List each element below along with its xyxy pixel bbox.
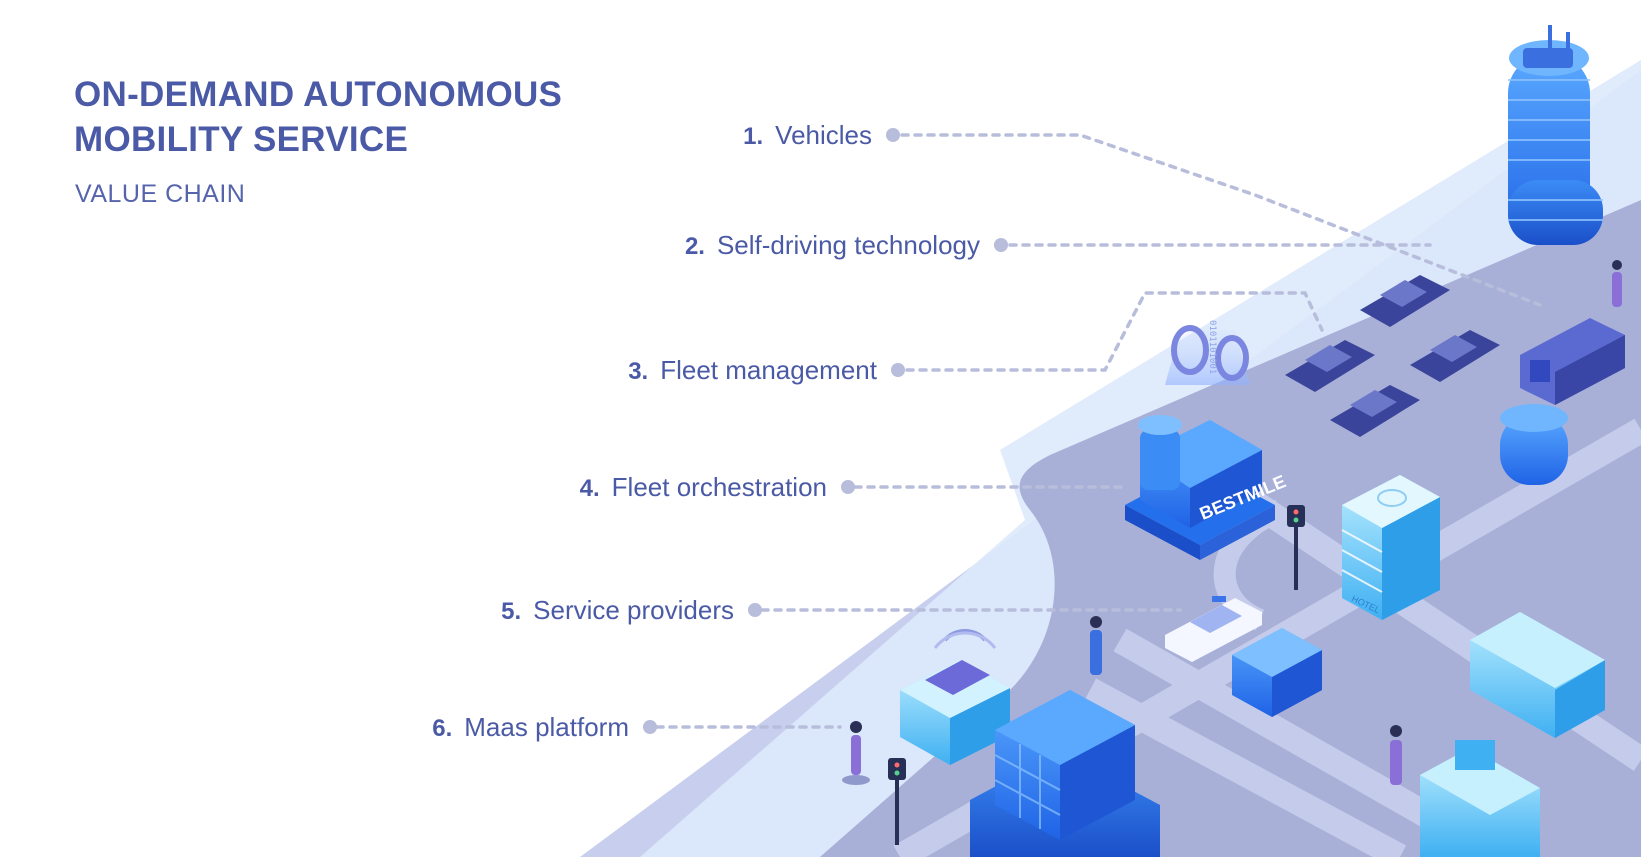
step-text-5: Service providers: [533, 595, 734, 625]
car-1: [1285, 340, 1375, 392]
parked-cars: [1285, 275, 1500, 437]
taxi-car: [1165, 596, 1262, 662]
connector-dot-6: [643, 720, 657, 734]
step-number-6: 6.: [432, 715, 453, 742]
step-label-5: 5. Service providers: [501, 590, 734, 630]
glass-building: [970, 690, 1160, 857]
autonomous-shuttle: [1520, 318, 1625, 405]
step-number-2: 2.: [684, 233, 705, 260]
maas-building: [900, 629, 1010, 765]
connector-3: [905, 291, 1324, 372]
shop-building-right: [1470, 612, 1605, 738]
step-label-3: 3. Fleet management: [628, 350, 877, 390]
connector-dots: [643, 128, 1008, 734]
connector-dot-3: [891, 363, 905, 377]
step-number-5: 5.: [501, 598, 522, 625]
bestmile-hq: BESTMILE: [1125, 415, 1289, 560]
connector-dot-2: [994, 238, 1008, 252]
step-text-3: Fleet management: [660, 355, 877, 385]
step-text-1: Vehicles: [775, 120, 872, 150]
step-text-2: Self-driving technology: [716, 230, 980, 260]
person-4: [1612, 260, 1622, 307]
page-title: ON-DEMAND AUTONOMOUS MOBILITY SERVICE: [74, 72, 562, 162]
hologram-beam: 0101101001: [1165, 320, 1250, 385]
shop-building-bottom: [1420, 740, 1540, 857]
step-label-2: 2. Self-driving technology: [685, 225, 980, 265]
phone-on-roof: [925, 660, 990, 695]
step-label-1: 1. Vehicles: [743, 115, 872, 155]
car-4: [1410, 330, 1500, 382]
step-label-4: 4. Fleet orchestration: [580, 467, 827, 507]
title-line-1: ON-DEMAND AUTONOMOUS: [74, 75, 563, 114]
round-building: [1500, 404, 1568, 485]
car-3: [1330, 385, 1420, 437]
step-text-6: Maas platform: [464, 712, 629, 742]
connector-dot-5: [748, 603, 762, 617]
car-2: [1360, 275, 1450, 327]
step-label-6: 6. Maas platform: [432, 707, 629, 747]
step-number-3: 3.: [628, 358, 649, 385]
person-3: [1390, 725, 1402, 785]
step-number-1: 1.: [743, 123, 764, 150]
title-line-2: MOBILITY SERVICE: [74, 120, 409, 159]
person-1: [842, 721, 870, 785]
kiosk-building: [1232, 628, 1322, 717]
hologram-digits: 0101101001: [1207, 320, 1217, 374]
connector-dot-4: [841, 480, 855, 494]
connector-dot-1: [886, 128, 900, 142]
step-number-4: 4.: [579, 475, 600, 502]
step-text-4: Fleet orchestration: [611, 472, 827, 502]
road-left: [1083, 678, 1407, 857]
page-subtitle: VALUE CHAIN: [75, 180, 246, 208]
office-tower: [1508, 25, 1603, 245]
connectors: [655, 133, 1542, 729]
person-2: [1090, 616, 1102, 675]
traffic-light-1: [1287, 505, 1305, 590]
traffic-light-2: [888, 758, 906, 845]
